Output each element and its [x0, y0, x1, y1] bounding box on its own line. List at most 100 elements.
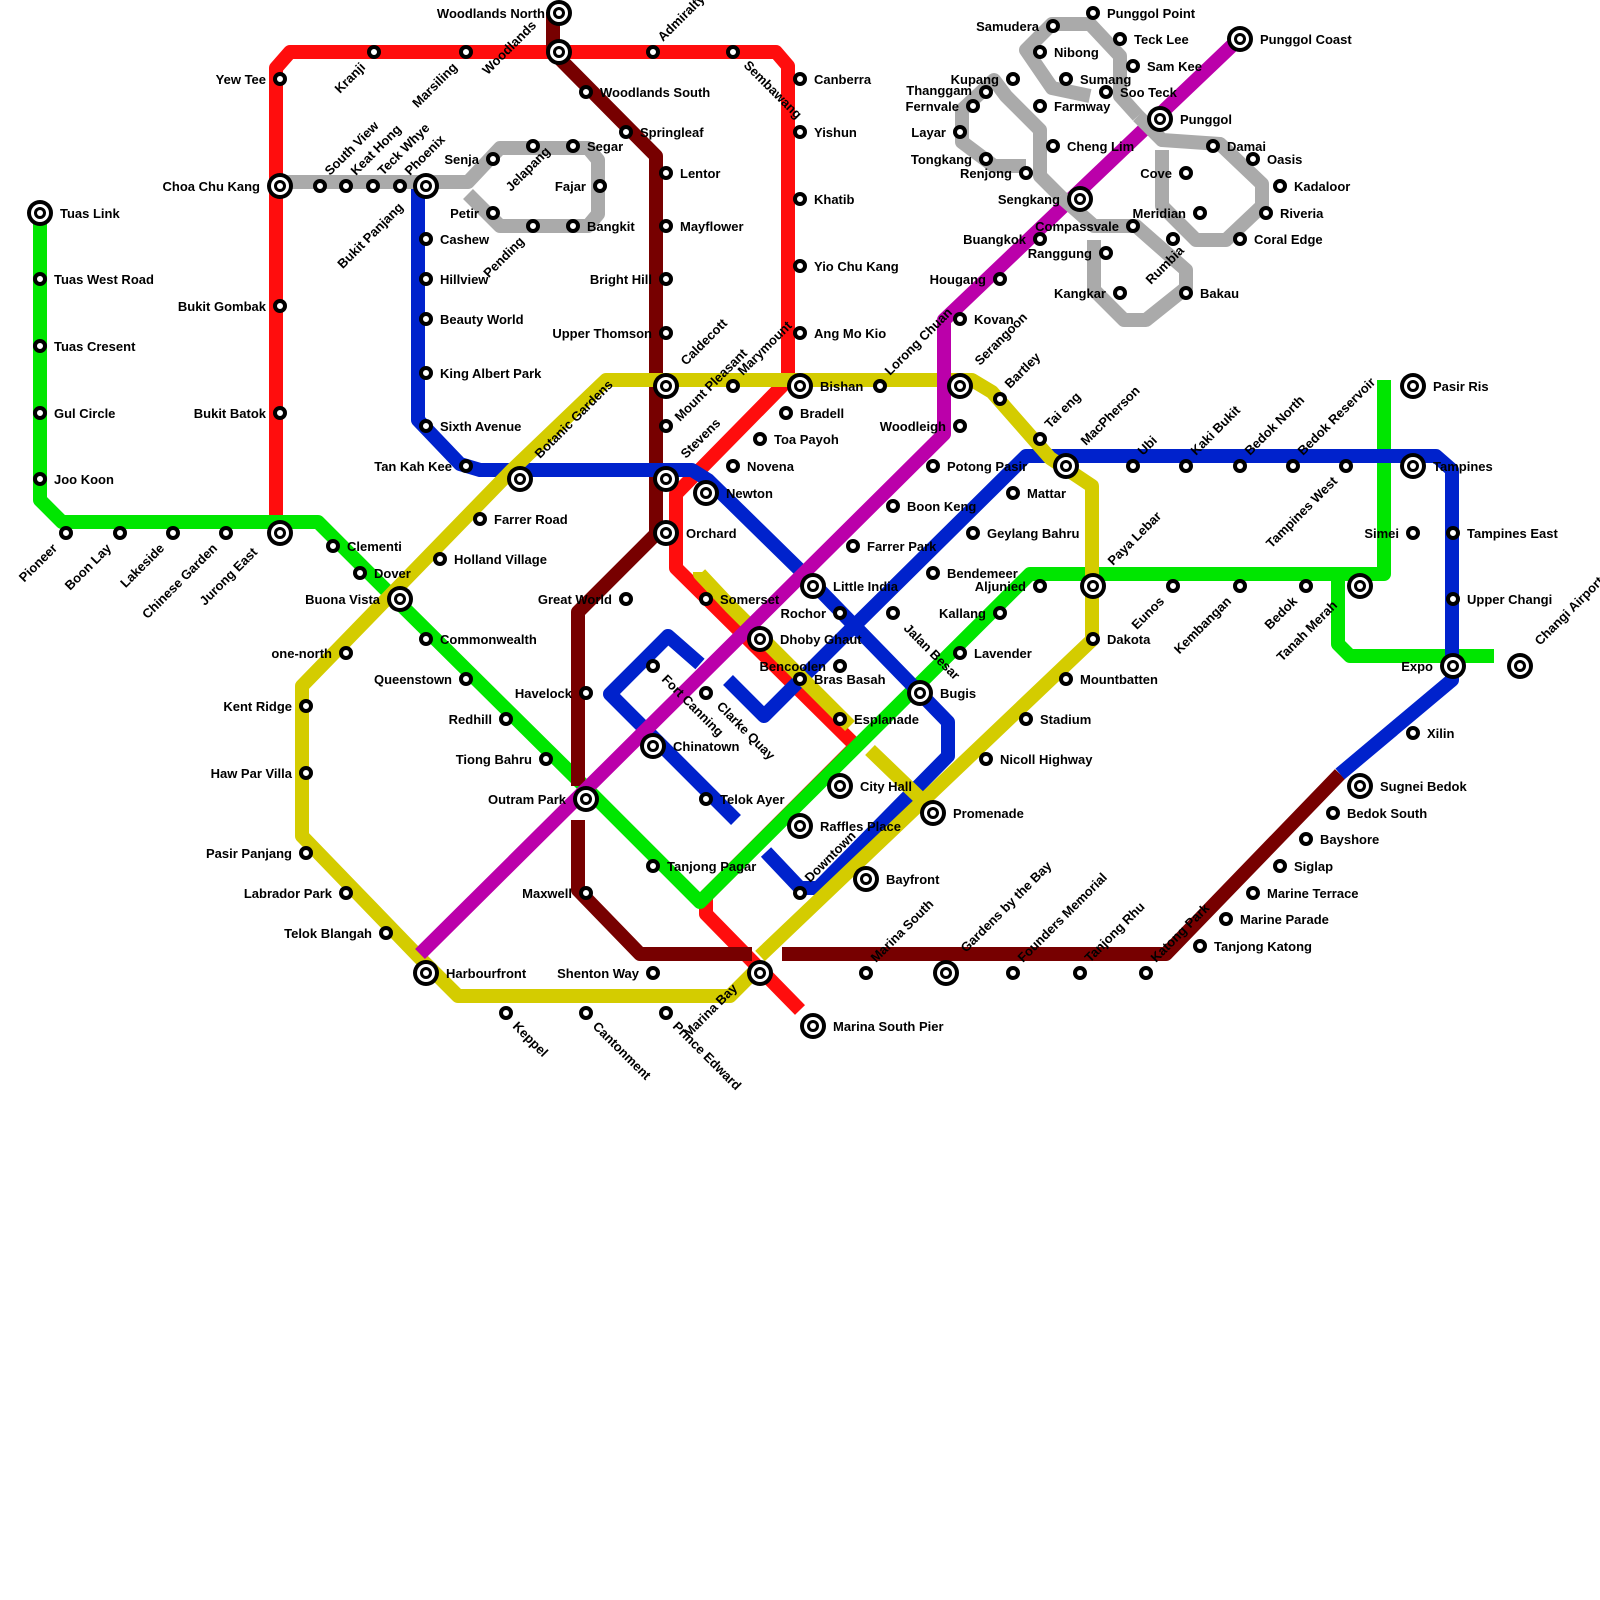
- station-orchard[interactable]: Orchard: [653, 520, 737, 546]
- station-upper-thomson[interactable]: Upper Thomson: [552, 326, 673, 341]
- station-harbourfront[interactable]: Harbourfront: [413, 960, 527, 986]
- station-promenade[interactable]: Promenade: [920, 800, 1024, 826]
- station-kovan[interactable]: Kovan: [953, 312, 1014, 327]
- station-lentor[interactable]: Lentor: [659, 166, 720, 181]
- station-bangkit[interactable]: Bangkit: [566, 219, 635, 234]
- station-clementi[interactable]: Clementi: [326, 539, 402, 554]
- station-thanggam[interactable]: Thanggam: [906, 83, 993, 99]
- station-pioneer[interactable]: Pioneer: [16, 526, 73, 585]
- station-marine-parade[interactable]: Marine Parade: [1219, 912, 1329, 927]
- station-tuas-west-road[interactable]: Tuas West Road: [33, 272, 154, 287]
- station-bayfront[interactable]: Bayfront: [853, 866, 940, 892]
- station-sumang[interactable]: Sumang: [1059, 72, 1131, 87]
- station-choa-chu-kang[interactable]: Choa Chu Kang: [163, 173, 294, 199]
- station-keppel[interactable]: Keppel: [499, 1006, 551, 1060]
- station-woodlands-north[interactable]: Woodlands North: [437, 0, 572, 26]
- station-senja[interactable]: Senja: [444, 152, 500, 167]
- station-coral-edge[interactable]: Coral Edge: [1233, 232, 1323, 247]
- station-xilin[interactable]: Xilin: [1406, 726, 1455, 741]
- station-sam-kee[interactable]: Sam Kee: [1126, 59, 1202, 74]
- station-nicoll-highway[interactable]: Nicoll Highway: [979, 752, 1093, 767]
- station-fajar[interactable]: Fajar: [555, 179, 607, 194]
- station-maxwell[interactable]: Maxwell: [522, 886, 593, 901]
- station-aljunied[interactable]: Aljunied: [975, 579, 1047, 594]
- station-chinese-garden[interactable]: Chinese Garden: [139, 526, 233, 622]
- station-beauty-world[interactable]: Beauty World: [419, 312, 524, 327]
- station-siglap[interactable]: Siglap: [1273, 859, 1333, 874]
- station-tongkang[interactable]: Tongkang: [911, 152, 993, 167]
- station-queenstown[interactable]: Queenstown: [374, 672, 473, 687]
- station-bayshore[interactable]: Bayshore: [1299, 832, 1379, 847]
- station-kent-ridge[interactable]: Kent Ridge: [223, 699, 313, 714]
- station-damai[interactable]: Damai: [1206, 139, 1266, 154]
- station-commonwealth[interactable]: Commonwealth: [419, 632, 537, 647]
- station-haw-par-villa[interactable]: Haw Par Villa: [211, 766, 313, 781]
- station-tampines[interactable]: Tampines: [1400, 453, 1493, 479]
- station-marina-south[interactable]: Marina South: [859, 896, 936, 980]
- station-fernvale[interactable]: Fernvale: [906, 99, 980, 114]
- station-samudera[interactable]: Samudera: [976, 19, 1060, 34]
- station-labrador-park[interactable]: Labrador Park: [244, 886, 353, 901]
- station-buona-vista[interactable]: Buona Vista: [305, 586, 413, 612]
- station-compassvale[interactable]: Compassvale: [1035, 219, 1140, 234]
- station-tiong-bahru[interactable]: Tiong Bahru: [456, 752, 553, 767]
- station-joo-koon[interactable]: Joo Koon: [33, 472, 114, 487]
- station-lavender[interactable]: Lavender: [953, 646, 1032, 661]
- station-newton[interactable]: Newton: [693, 480, 773, 506]
- station-bugis[interactable]: Bugis: [907, 680, 976, 706]
- station-dover[interactable]: Dover: [353, 566, 411, 581]
- station-buangkok[interactable]: Buangkok: [963, 232, 1047, 247]
- station-pasir-ris[interactable]: Pasir Ris: [1400, 373, 1489, 399]
- station-hougang[interactable]: Hougang: [930, 272, 1007, 287]
- station-boon-keng[interactable]: Boon Keng: [886, 499, 976, 514]
- station-sixth-avenue[interactable]: Sixth Avenue: [419, 419, 521, 434]
- station-cashew[interactable]: Cashew: [419, 232, 490, 247]
- station-tuas-link[interactable]: Tuas Link: [27, 200, 120, 226]
- station-simei[interactable]: Simei: [1364, 526, 1420, 541]
- station-kallang[interactable]: Kallang: [939, 606, 1007, 621]
- station-cantonment[interactable]: Cantonment: [579, 1006, 655, 1083]
- station-city-hall[interactable]: City Hall: [827, 773, 912, 799]
- station-upper-changi[interactable]: Upper Changi: [1446, 592, 1552, 607]
- station-cove[interactable]: Cove: [1140, 166, 1193, 181]
- station-bishan[interactable]: Bishan: [787, 373, 863, 399]
- station-redhill[interactable]: Redhill: [449, 712, 513, 727]
- station-tuas-cresent[interactable]: Tuas Cresent: [33, 339, 136, 354]
- station-geylang-bahru[interactable]: Geylang Bahru: [966, 526, 1080, 541]
- station-dakota[interactable]: Dakota: [1086, 632, 1151, 647]
- station-katong-park[interactable]: Katong Park: [1139, 900, 1213, 980]
- station-changi-airport[interactable]: Changi Airport: [1507, 573, 1600, 679]
- station-woodlands-south[interactable]: Woodlands South: [579, 85, 710, 100]
- station-tampines-west[interactable]: Tampines West: [1263, 459, 1353, 551]
- station-hillview[interactable]: Hillview: [419, 272, 489, 287]
- station-mattar[interactable]: Mattar: [1006, 486, 1066, 501]
- station-cheng-lim[interactable]: Cheng Lim: [1046, 139, 1134, 154]
- station-renjong[interactable]: Renjong: [960, 166, 1033, 181]
- station-rochor[interactable]: Rochor: [781, 606, 847, 621]
- station-bukit-batok[interactable]: Bukit Batok: [194, 406, 287, 421]
- station-kadaloor[interactable]: Kadaloor: [1273, 179, 1350, 194]
- station-gul-circle[interactable]: Gul Circle: [33, 406, 115, 421]
- station-punggol-point[interactable]: Punggol Point: [1086, 6, 1196, 21]
- station-esplanade[interactable]: Esplanade: [833, 712, 919, 727]
- station-punggol[interactable]: Punggol: [1147, 106, 1232, 132]
- station-novena[interactable]: Novena: [726, 459, 795, 474]
- station-springleaf[interactable]: Springleaf: [619, 125, 704, 140]
- station-bakau[interactable]: Bakau: [1179, 286, 1239, 301]
- station-nibong[interactable]: Nibong: [1033, 45, 1099, 60]
- station-eunos[interactable]: Eunos: [1128, 579, 1180, 632]
- station-farrer-park[interactable]: Farrer Park: [846, 539, 937, 554]
- station-telok-blangah[interactable]: Telok Blangah: [284, 926, 393, 941]
- station-one-north[interactable]: one-north: [271, 646, 353, 661]
- station-jurong-east[interactable]: Jurong East: [196, 520, 293, 608]
- station-bendemeer[interactable]: Bendemeer: [926, 566, 1018, 581]
- station-mountbatten[interactable]: Mountbatten: [1059, 672, 1158, 687]
- station-great-world[interactable]: Great World: [538, 592, 633, 607]
- station-yishun[interactable]: Yishun: [793, 125, 857, 140]
- station-bras-basah[interactable]: Bras Basah: [793, 672, 886, 687]
- station-raffles-place[interactable]: Raffles Place: [787, 813, 901, 839]
- station-bedok-south[interactable]: Bedok South: [1326, 806, 1427, 821]
- station-farrer-road[interactable]: Farrer Road: [473, 512, 568, 527]
- station-bukit-gombak[interactable]: Bukit Gombak: [178, 299, 287, 314]
- station-bradell[interactable]: Bradell: [779, 406, 844, 421]
